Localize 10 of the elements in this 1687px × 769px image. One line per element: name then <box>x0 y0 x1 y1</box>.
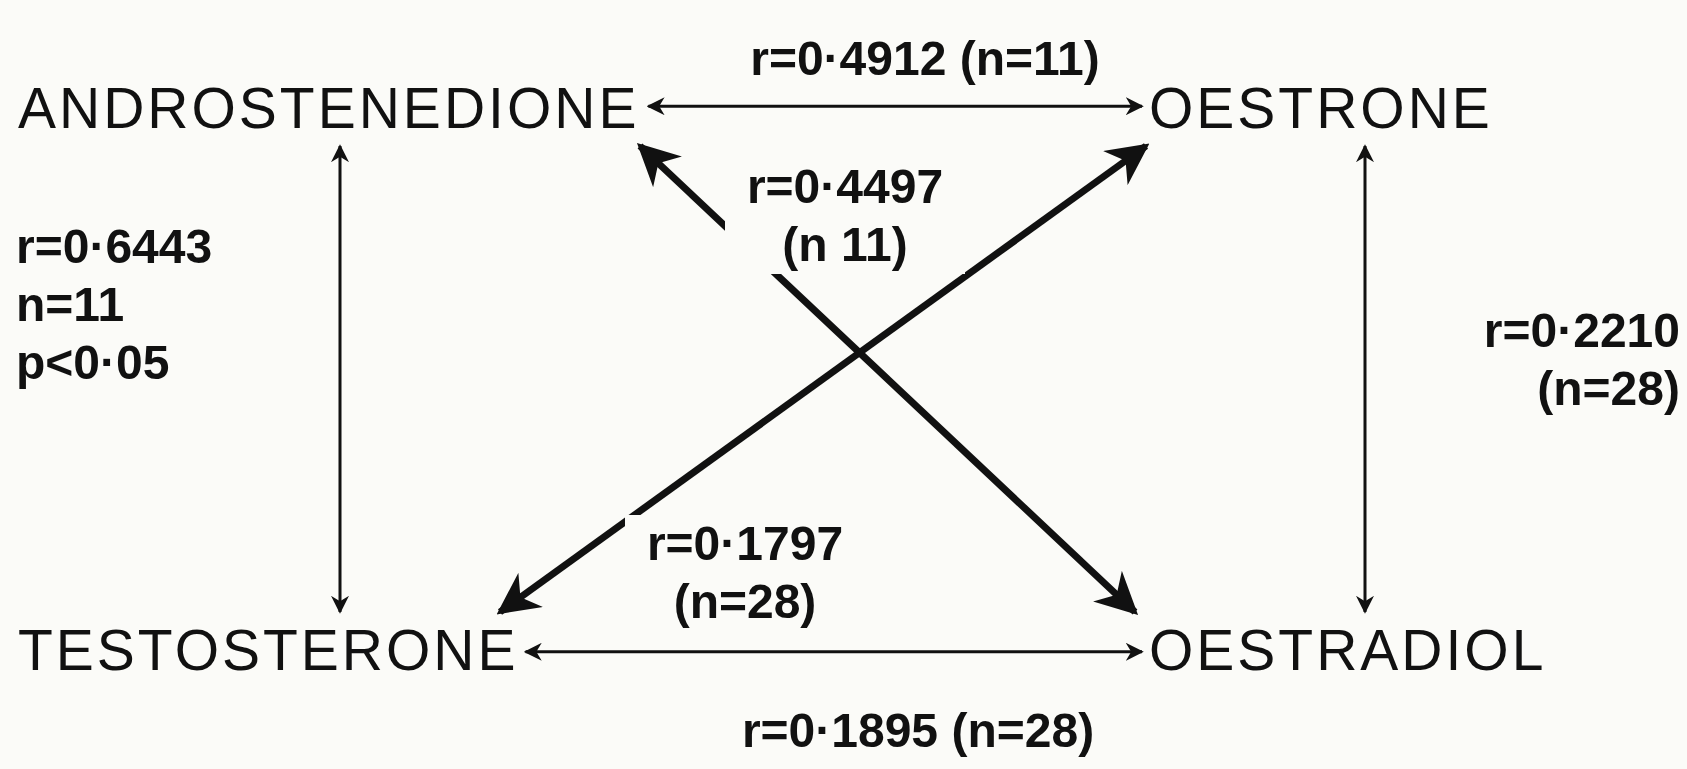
node-label: ANDROSTENEDIONE <box>18 78 640 138</box>
node-label: OESTRADIOL <box>1149 620 1547 680</box>
double-arrow <box>636 143 1139 615</box>
node-label: TESTOSTERONE <box>18 620 519 680</box>
double-arrow <box>523 642 1144 661</box>
node-label: OESTRONE <box>1149 78 1493 138</box>
double-arrow <box>646 97 1144 116</box>
double-arrow <box>331 144 349 614</box>
double-arrow <box>1356 144 1374 614</box>
double-arrow <box>496 143 1150 615</box>
